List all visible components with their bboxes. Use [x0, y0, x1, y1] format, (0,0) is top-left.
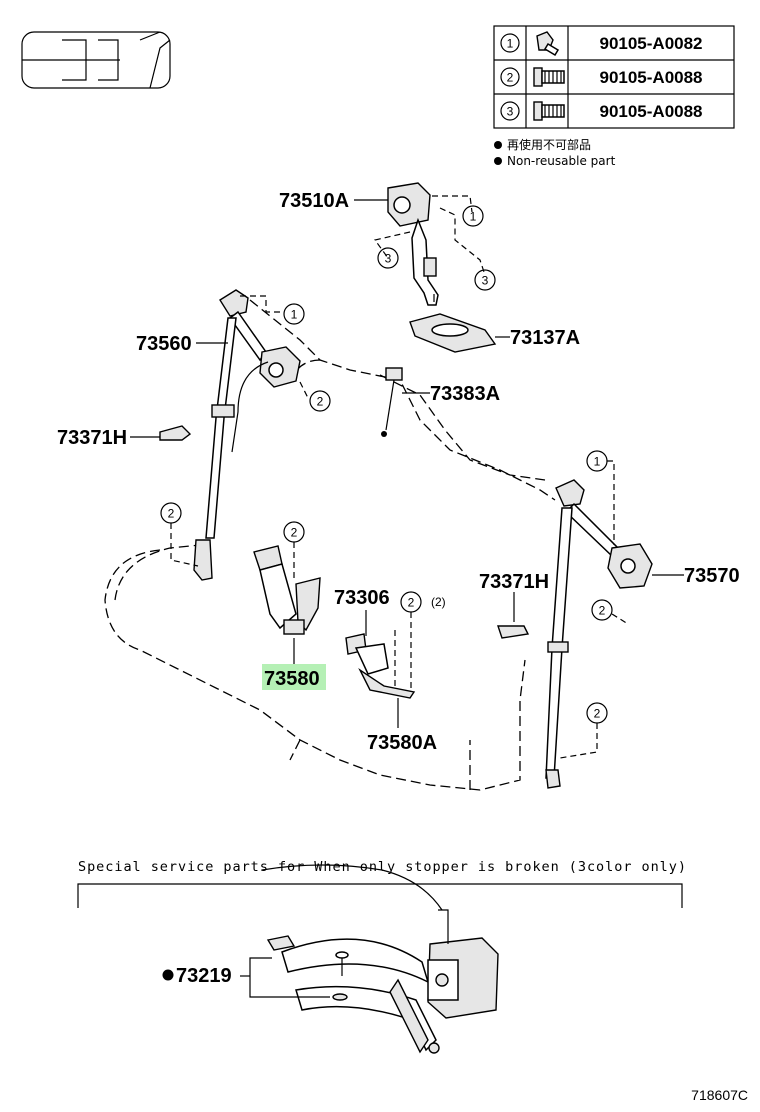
body-outline	[104, 299, 556, 791]
part-label-73219[interactable]: 73219	[176, 965, 232, 987]
legend-notes: 再使用不可部品 Non-reusable part	[494, 137, 616, 168]
part-label-73560[interactable]: 73560	[136, 333, 192, 355]
leader-line	[611, 613, 629, 625]
fastener-ref: 3	[507, 105, 514, 119]
callout-number: 3	[385, 252, 392, 266]
non-reusable-bullet-icon	[162, 969, 174, 981]
part-73137A-drawing	[409, 313, 497, 353]
fastener-part-number: 90105-A0088	[599, 68, 702, 87]
callout-circle	[591, 599, 613, 621]
fastener-row: 1 90105-A0082	[500, 31, 703, 57]
flange-bolt-icon	[533, 67, 565, 87]
callout-circle	[309, 390, 331, 412]
part-73580-drawing	[253, 545, 321, 635]
bullet-icon	[494, 157, 502, 165]
leader-line	[607, 460, 615, 545]
part-73560-drawing	[193, 289, 301, 581]
bolt-icon	[536, 31, 560, 57]
part-73371H-right-drawing	[497, 625, 530, 639]
callout-number: 2	[317, 395, 324, 409]
callout-number: 2	[168, 507, 175, 521]
special-service-caption: Special service parts for When only stop…	[78, 859, 686, 875]
section-bracket	[77, 883, 683, 908]
callout-number: 2	[599, 604, 606, 618]
part-73570-drawing	[545, 479, 653, 789]
part-73371H-left-drawing	[159, 425, 192, 441]
callout-number: 2	[291, 526, 298, 540]
highlight-73580	[262, 664, 326, 690]
fastener-part-number: 90105-A0082	[599, 34, 702, 53]
part-label-73137A[interactable]: 73137A	[510, 327, 580, 349]
note-jp: 再使用不可部品	[507, 137, 591, 152]
part-73383A-drawing	[381, 367, 403, 437]
part-73510A-drawing	[387, 182, 439, 306]
leader-line	[249, 957, 330, 998]
part-73219-drawing	[261, 864, 499, 1054]
part-label-73570[interactable]: 73570	[684, 565, 740, 587]
part-label-73371H-right[interactable]: 73371H	[479, 571, 549, 593]
part-label-73306[interactable]: 73306	[334, 587, 390, 609]
body-outline	[114, 544, 471, 790]
leader-line	[373, 195, 486, 276]
callout-circle	[377, 247, 399, 269]
fastener-part-number: 90105-A0088	[599, 102, 702, 121]
flange-bolt-icon	[533, 101, 565, 121]
callout-circle	[462, 205, 484, 227]
callout-number: 3	[482, 274, 489, 288]
note-en: Non-reusable part	[507, 154, 616, 168]
leader-line	[559, 723, 598, 759]
fastener-table: 1 90105-A0082 2 90105-A0088 3	[493, 25, 735, 129]
part-label-73580A[interactable]: 73580A	[367, 732, 437, 754]
vehicle-locator-icon	[21, 31, 171, 89]
leader-line	[240, 295, 309, 399]
fastener-row: 3 90105-A0088	[500, 101, 703, 121]
fastener-ref: 2	[507, 71, 514, 85]
part-label-73510A[interactable]: 73510A	[279, 190, 349, 212]
callout-number: 1	[291, 308, 298, 322]
callout-number: 2	[408, 596, 415, 610]
callout-number: 1	[470, 210, 477, 224]
callout-circle	[283, 303, 305, 325]
callout-number: 1	[594, 455, 601, 469]
illustration-code: 718607C	[691, 1087, 748, 1103]
callout-number: 2	[594, 707, 601, 721]
part-73306-drawing	[345, 633, 416, 699]
leader-line	[170, 523, 199, 567]
callout-suffix: (2)	[431, 595, 446, 609]
fastener-row: 2 90105-A0088	[500, 67, 703, 87]
part-label-73371H-left[interactable]: 73371H	[57, 427, 127, 449]
part-label-73580[interactable]: 73580	[264, 668, 320, 690]
part-label-73383A[interactable]: 73383A	[430, 383, 500, 405]
leader-line	[394, 612, 412, 690]
bullet-icon	[494, 141, 502, 149]
callout-circle	[474, 269, 496, 291]
fastener-ref: 1	[507, 37, 514, 51]
